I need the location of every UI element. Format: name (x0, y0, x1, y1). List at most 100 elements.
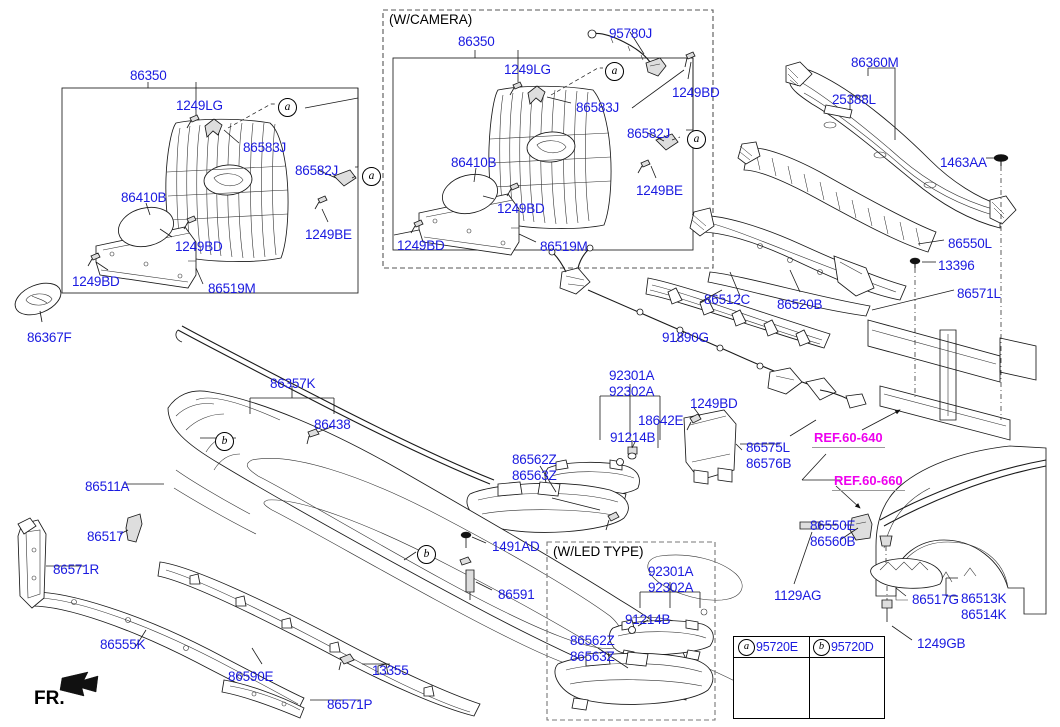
fr-arrow-icon (59, 671, 99, 697)
clip-86583j-camera (527, 85, 546, 105)
lower-stiffener-86520b (689, 207, 907, 301)
label-92301a-led: 92301A 92302A (648, 564, 694, 595)
label-1249bd-cam-a: 1249BD (672, 85, 720, 100)
dash-a-cam2 (671, 136, 681, 141)
clip-86583j-std (204, 118, 223, 138)
cover-86410b-camera (442, 173, 498, 215)
legend-column-divider (809, 637, 810, 718)
callout-a-cam-2: a (687, 130, 706, 149)
clip-91214b-led (628, 626, 636, 634)
label-1249be-cam: 1249BE (636, 183, 683, 198)
label-91890g: 91890G (662, 330, 709, 345)
grille-std-art (165, 118, 289, 262)
label-1249lg-cam: 1249LG (504, 62, 551, 77)
fastener-1463aa (993, 154, 1009, 166)
label-1249lg-std: 1249LG (176, 98, 223, 113)
label-86583j-cam: 86583J (576, 100, 620, 115)
callout-b-bumper-2: b (417, 545, 436, 564)
label-86410b-std: 86410B (121, 190, 167, 205)
fastener-86517g (879, 535, 893, 566)
screws-bumper (306, 428, 475, 671)
label-1249be-std: 1249BE (305, 227, 352, 242)
body-structure-ref (867, 319, 1037, 441)
label-86519m-std: 86519M (208, 281, 256, 296)
callout-a-std-1: a (278, 98, 297, 117)
label-86562z-std: 86562Z 86563Z (512, 452, 557, 483)
leaders-camera (393, 31, 692, 243)
leaders-reinforcement (729, 67, 994, 311)
leaders-fender (740, 419, 958, 641)
lower-bar-86571l (707, 271, 871, 317)
label-86582j-cam: 86582J (627, 126, 671, 141)
moulding-86357k (175, 325, 495, 485)
label-86571p: 86571P (327, 697, 373, 712)
grille-lower-86512c (645, 277, 831, 349)
label-86583j-std: 86583J (243, 140, 287, 155)
bracket-86575l (683, 409, 737, 485)
energy-absorber-86550l (737, 141, 937, 253)
legend-table: a 95720E b 95720D (733, 636, 885, 719)
leaders-led (597, 582, 701, 669)
label-86550l: 86550L (948, 236, 992, 251)
legend-part-95720e: 95720E (756, 640, 798, 654)
front-direction-label: FR. (34, 688, 65, 709)
label-86367f: 86367F (27, 330, 72, 345)
ref-60-660[interactable]: REF.60-660 (832, 473, 905, 491)
legend-callout-b: b (813, 639, 830, 656)
label-1249bd-cam-b: 1249BD (497, 201, 545, 216)
screw-1249bd-center (686, 413, 702, 431)
label-86350-cam: 86350 (458, 34, 495, 49)
legend-part-95720d: 95720D (831, 640, 874, 654)
dash-a-cam1 (550, 67, 603, 96)
label-86350-std: 86350 (130, 68, 167, 83)
label-86519m-cam: 86519M (540, 239, 588, 254)
label-1249gb: 1249GB (917, 636, 966, 651)
leaders-bumper (46, 386, 493, 701)
bracket-86513k (870, 558, 943, 589)
label-86575l: 86575L 86576B (746, 440, 792, 471)
label-1129ag: 1129AG (774, 588, 822, 603)
dash-a-std1 (227, 103, 276, 129)
screws-std (87, 114, 328, 267)
clip-86550e (849, 513, 873, 541)
leaders-center (539, 289, 743, 511)
cover-86410b-std (118, 206, 174, 248)
callout-a-cam-1: a (605, 62, 624, 81)
label-1249bd-std-a: 1249BD (175, 239, 223, 254)
label-1463aa: 1463AA (940, 155, 987, 170)
label-86517g: 86517G (912, 592, 959, 607)
label-92301a-std: 92301A 92302A (609, 368, 655, 399)
label-86511a: 86511A (85, 479, 130, 494)
fastener-13396 (909, 257, 921, 268)
label-25388l: 25388L (832, 92, 876, 107)
callout-a-std-2: a (362, 167, 381, 186)
callout-b-bumper-1: b (215, 432, 234, 451)
label-91214b-led: 91214B (625, 612, 671, 627)
label-86513k: 86513K 86514K (961, 591, 1007, 622)
wiring-91890g (548, 244, 867, 409)
label-1491ad: 1491AD (492, 539, 540, 554)
clip-86582j-std (333, 169, 357, 187)
bracket-86517 (125, 513, 143, 543)
screws-camera (410, 51, 696, 234)
camera-box-title: (W/CAMERA) (389, 12, 473, 27)
side-garnish-86571r (17, 517, 47, 609)
led-box-title: (W/LED TYPE) (553, 544, 644, 559)
clip-86582j-camera (655, 133, 679, 151)
label-86562z-led: 86562Z 86563Z (570, 633, 615, 664)
label-13396: 13396 (938, 258, 975, 273)
label-1249bd-center: 1249BD (690, 396, 738, 411)
emblem-86367f (14, 282, 62, 323)
fender-art (875, 445, 1047, 615)
lower-skirt-86590e (157, 561, 481, 717)
label-86517: 86517 (87, 529, 124, 544)
harness-95780j (587, 29, 667, 77)
license-garnish-std (95, 226, 197, 289)
label-91214b-std: 91214B (610, 430, 656, 445)
leaders-grille-std (95, 82, 359, 285)
label-86360m: 86360M (851, 55, 899, 70)
ref-60-640[interactable]: REF.60-640 (812, 430, 885, 448)
screw-1129ag (799, 521, 852, 530)
